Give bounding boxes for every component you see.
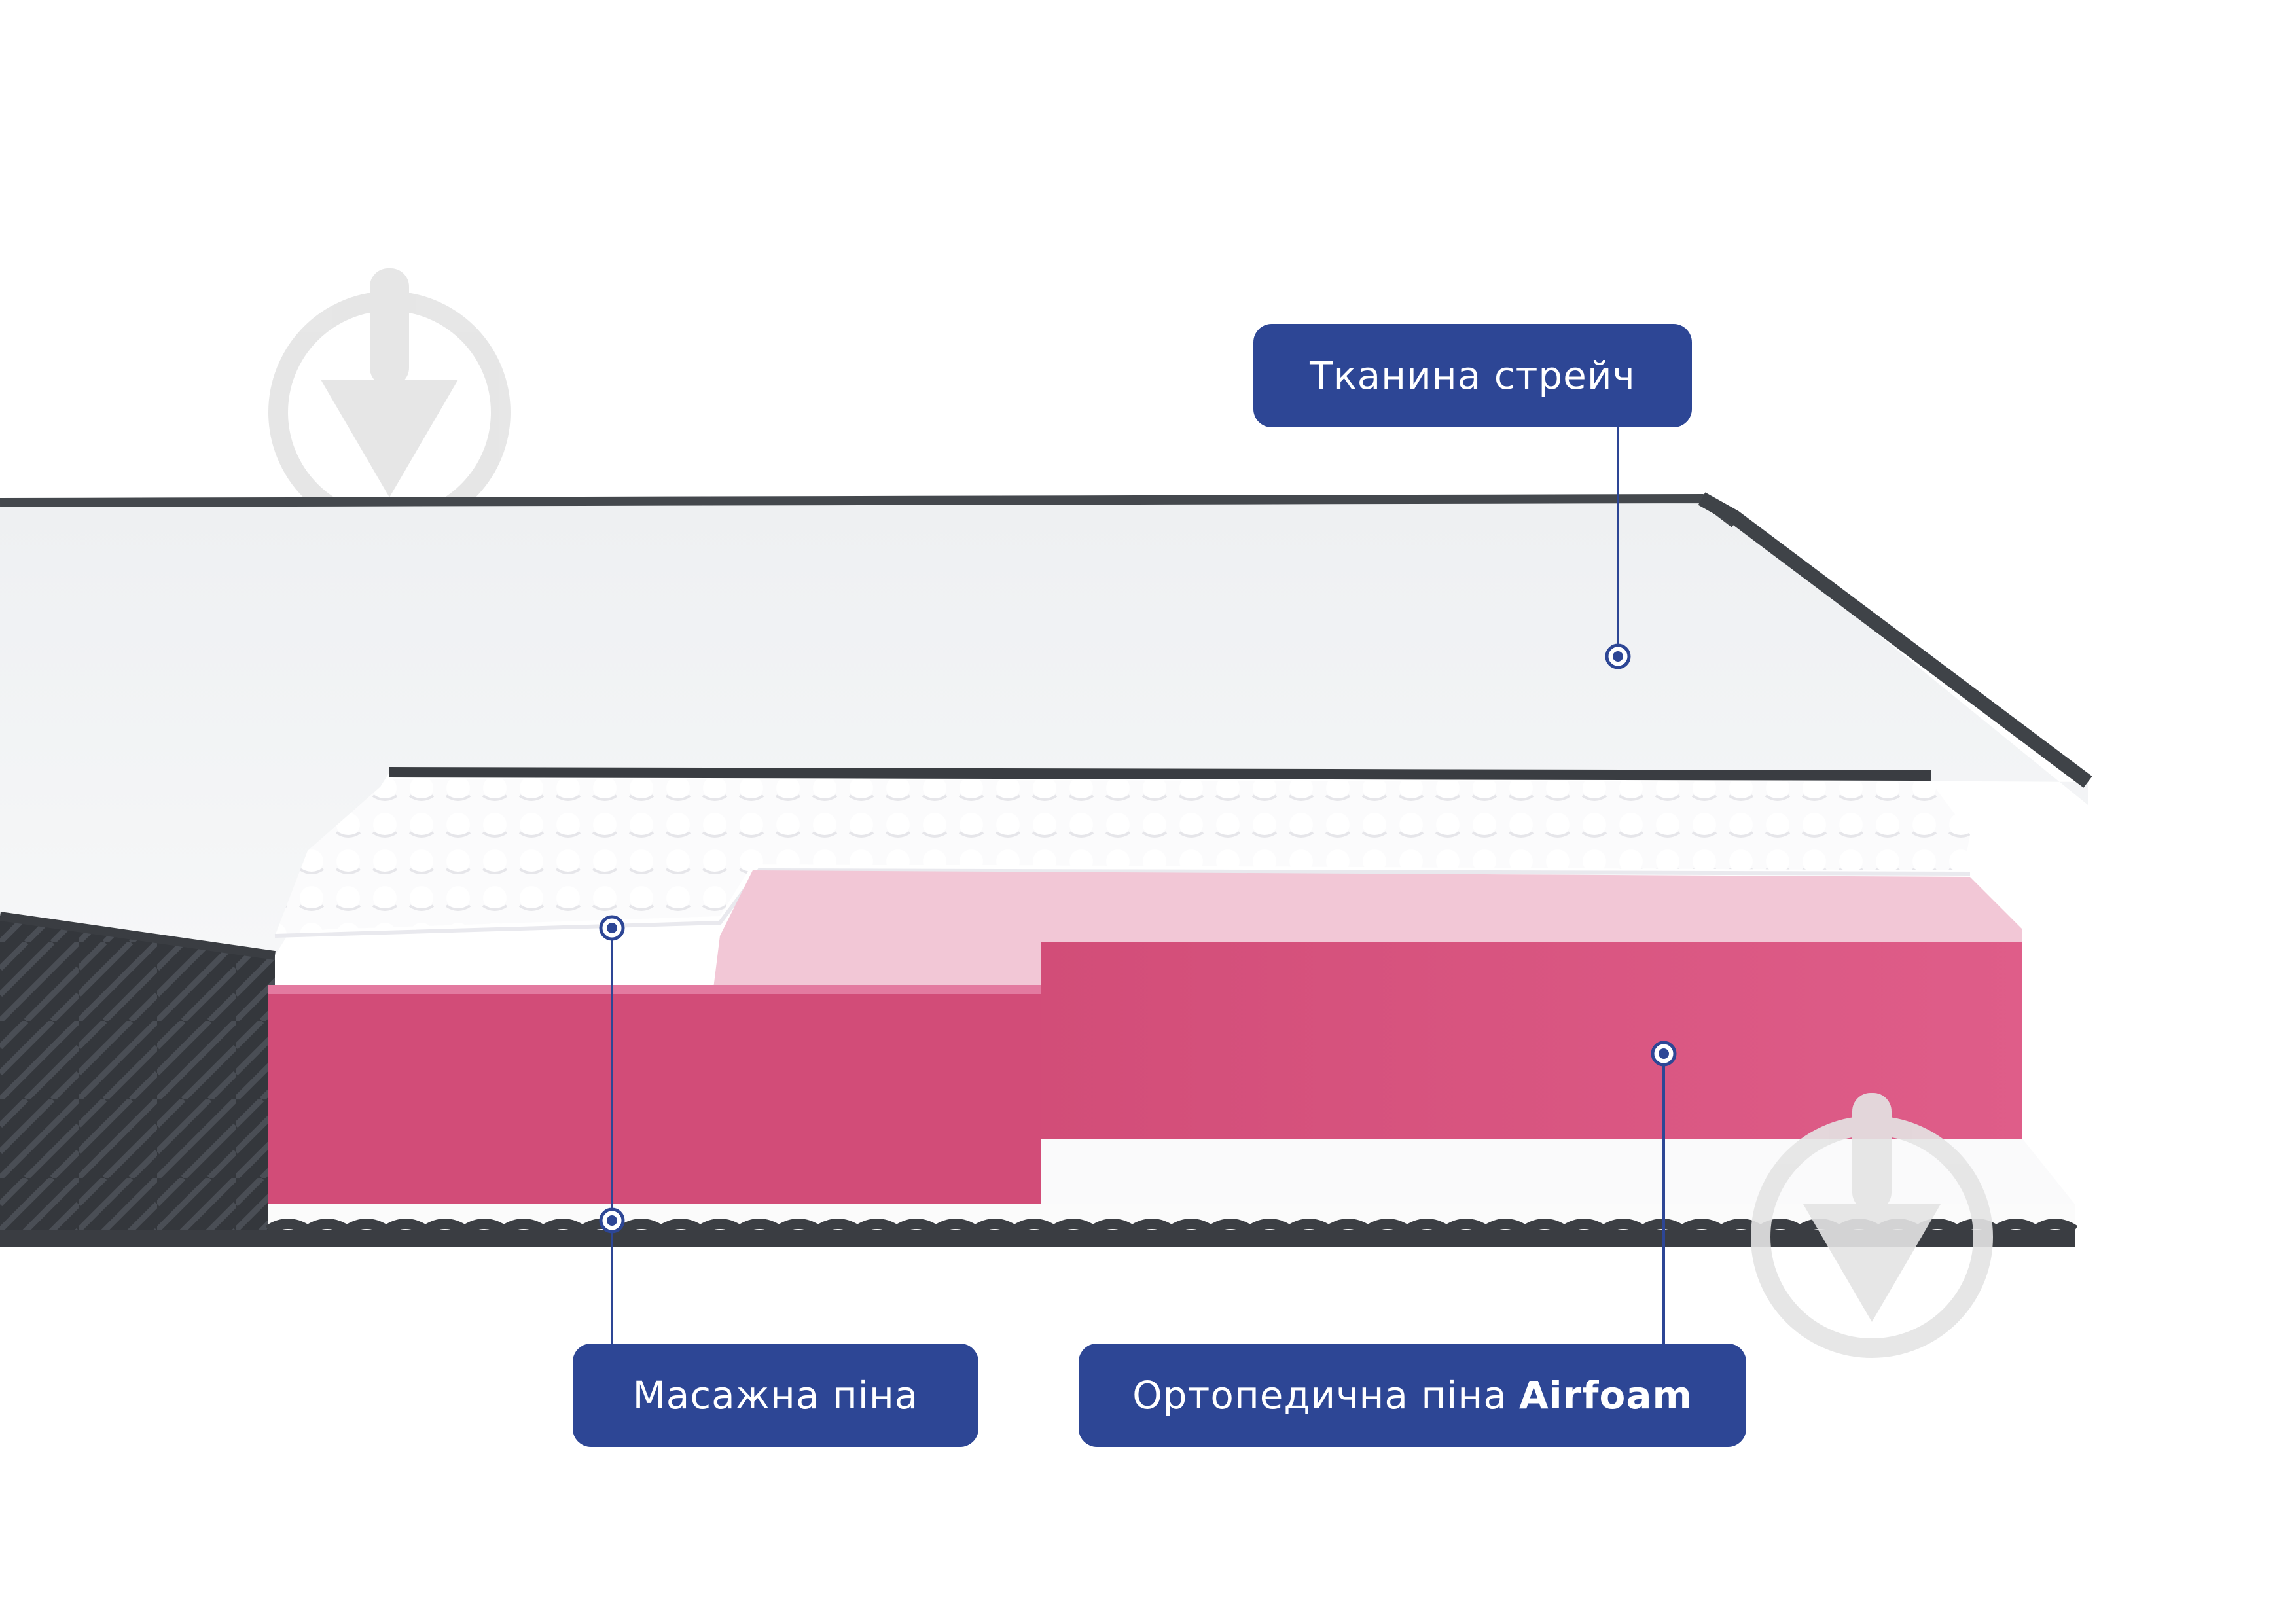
bottom-piping — [0, 1230, 2075, 1247]
mattress-top-cover — [0, 492, 2092, 960]
left-pink-foam-block — [268, 985, 1041, 1204]
callout-dot-icon-massage-bottom — [599, 1207, 625, 1234]
label-orthopedic-foam-text: Ортопедична піна — [1132, 1373, 1507, 1418]
label-massage-foam: Масажна піна — [573, 1344, 978, 1447]
label-orthopedic-foam: Ортопедична піна Airfoam — [1079, 1344, 1746, 1447]
label-airfoam-brand: Airfoam — [1518, 1373, 1693, 1418]
callout-dot-icon-ortho — [1651, 1041, 1677, 1067]
callout-dot-icon-massage-top — [599, 915, 625, 941]
label-massage-foam-text: Масажна піна — [632, 1373, 919, 1418]
callout-dot-icon-fabric — [1605, 643, 1631, 669]
label-stretch-fabric: Тканина стрейч — [1253, 324, 1692, 427]
label-stretch-fabric-text: Тканина стрейч — [1310, 353, 1636, 398]
download-watermark-icon-2 — [1751, 1093, 1993, 1358]
mattress-side-cover — [0, 916, 275, 1230]
download-watermark-icon — [268, 268, 511, 533]
